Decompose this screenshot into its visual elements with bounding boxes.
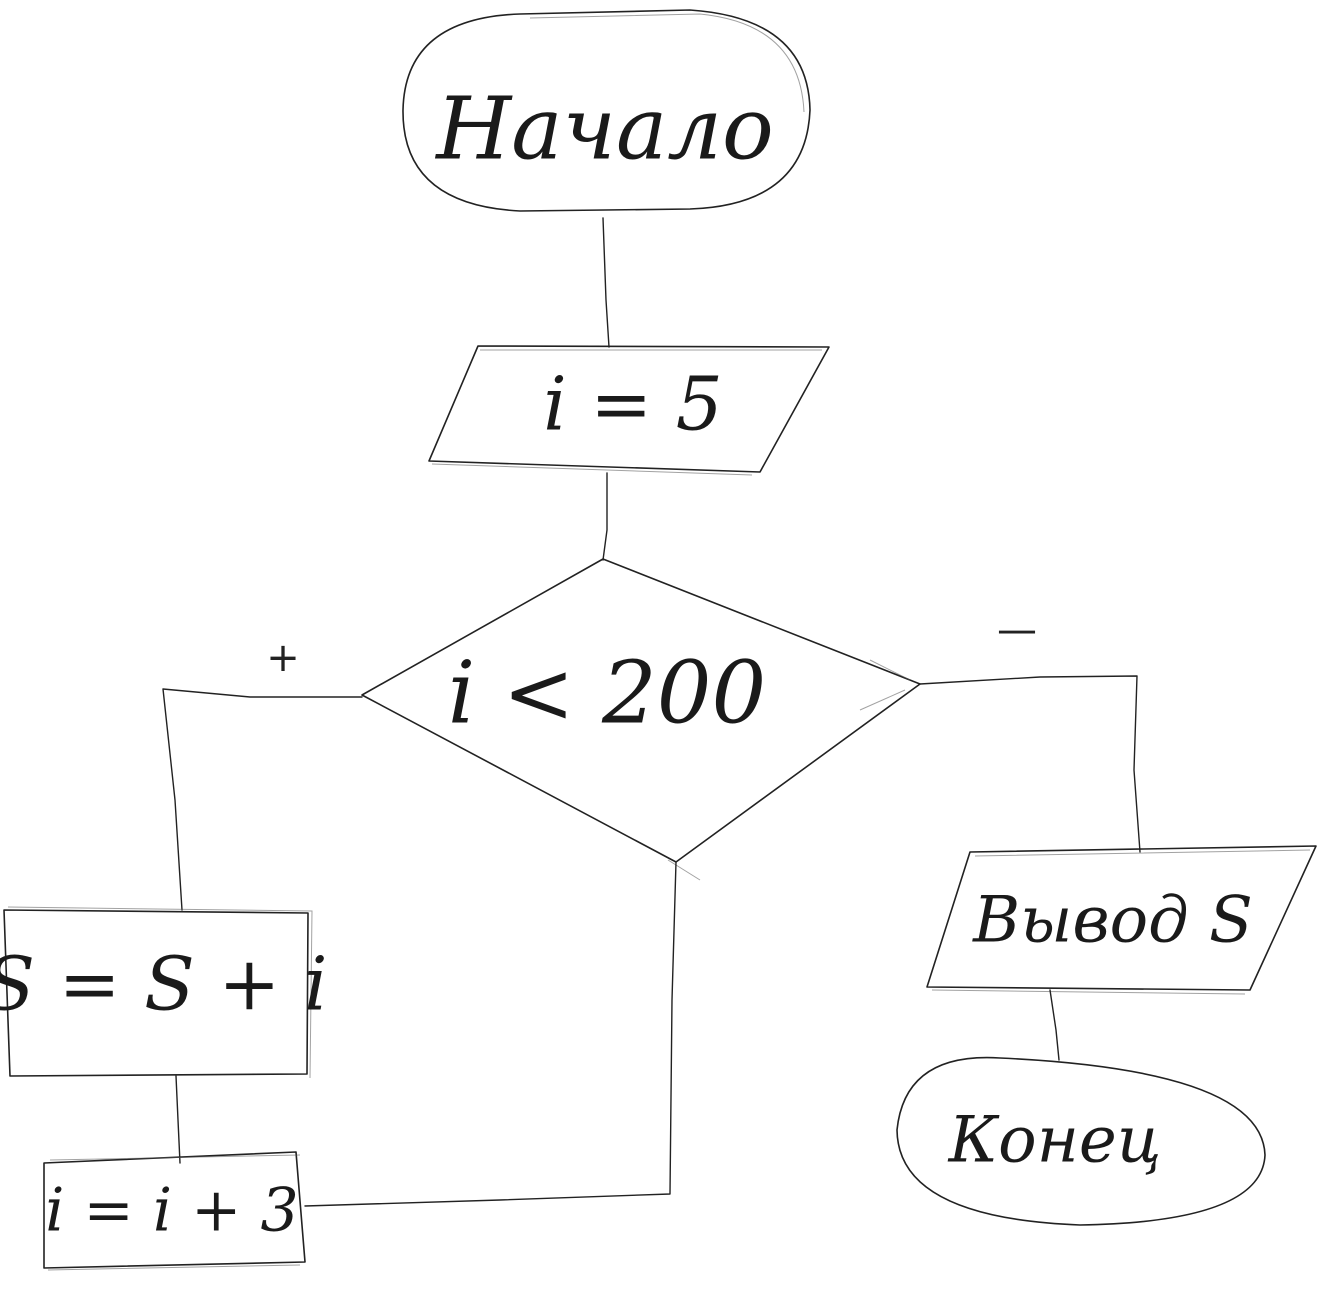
increment-step-shape-retrace — [47, 1154, 301, 1271]
end-terminator: Конец — [896, 1056, 1266, 1226]
connector-output-to-end — [1049, 989, 1060, 1061]
connector-init-to-condition — [602, 472, 608, 561]
output-label: Вывод S — [972, 884, 1253, 958]
start-shape-retrace — [529, 13, 805, 113]
increment-step-shape — [43, 1151, 306, 1269]
increment-step-block: i = i + 3 — [43, 1151, 306, 1271]
sum-step-label: S = S + i — [0, 941, 328, 1027]
init-label: i = 5 — [543, 361, 723, 447]
connector-loop-back — [304, 861, 677, 1207]
init-shape — [428, 345, 830, 473]
condition-shape-retrace — [667, 659, 911, 881]
connector-condition-yes-to-sum — [162, 688, 363, 911]
end-label: Конец — [948, 1104, 1162, 1178]
init-shape-retrace — [431, 349, 822, 476]
sum-step-shape — [3, 909, 309, 1077]
increment-step-label: i = i + 3 — [45, 1176, 298, 1246]
connector-condition-no-to-output — [919, 675, 1141, 853]
start-label: Начало — [434, 80, 774, 180]
output-shape-retrace — [931, 849, 1311, 995]
sum-step-shape-retrace — [7, 906, 313, 1079]
condition-yes-label: + — [266, 635, 300, 681]
start-terminator: Начало — [402, 9, 811, 212]
output-shape — [926, 845, 1317, 991]
start-shape — [402, 9, 811, 212]
condition-no-label: — — [997, 607, 1037, 653]
connector-start-to-init — [602, 217, 610, 348]
condition-block: i < 200 — [361, 558, 921, 881]
output-block: Вывод S — [926, 845, 1317, 995]
end-shape — [896, 1056, 1266, 1226]
sum-step-block: S = S + i — [0, 906, 328, 1079]
init-block: i = 5 — [428, 345, 830, 476]
condition-label: i < 200 — [448, 644, 766, 744]
connector-sum-to-increment — [175, 1075, 181, 1164]
